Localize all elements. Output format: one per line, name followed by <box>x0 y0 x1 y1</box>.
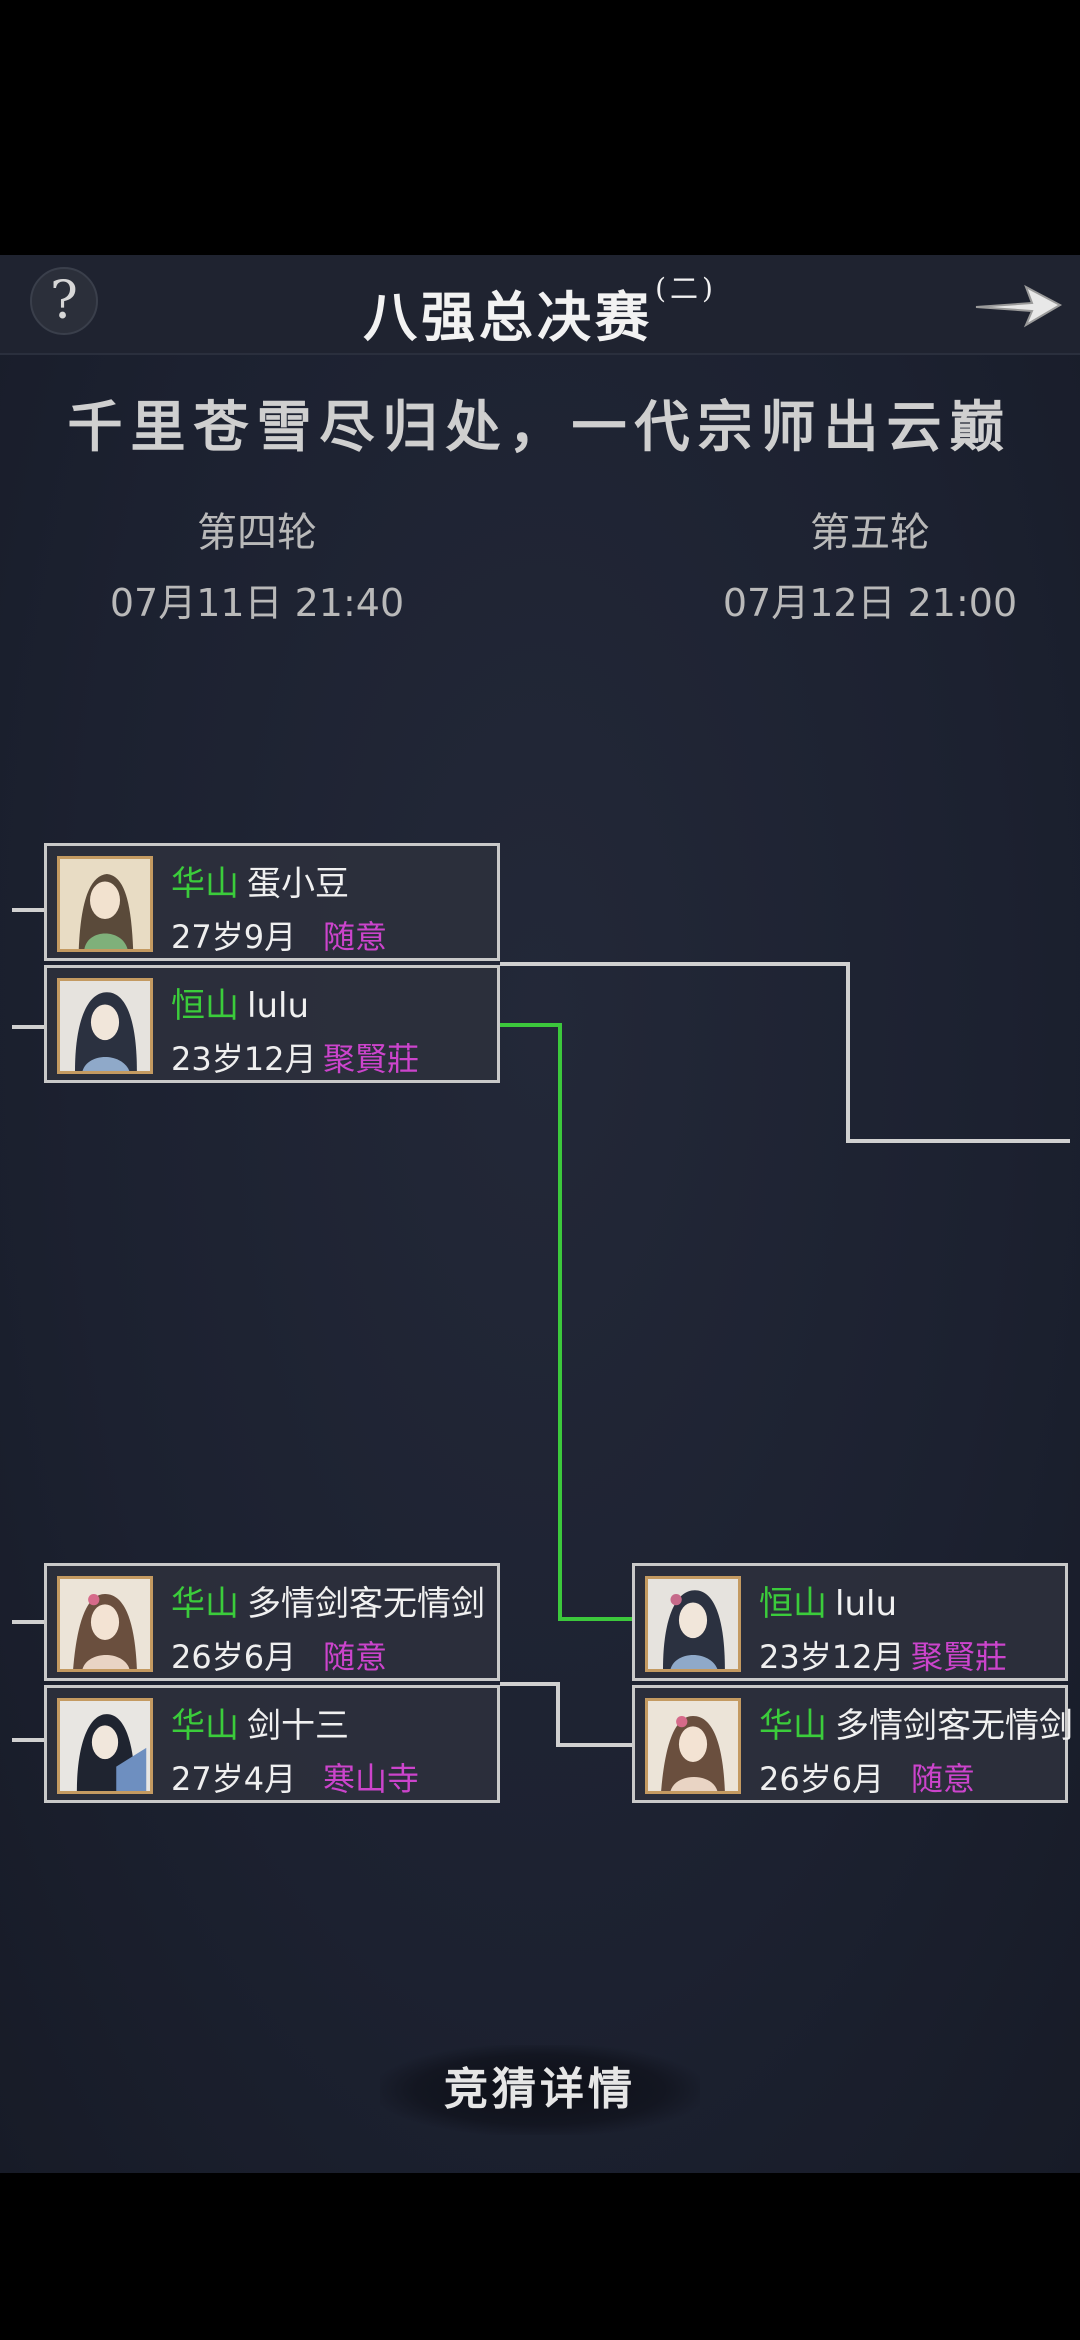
player-age: 27岁4月 <box>171 1760 297 1798</box>
player-name: lulu <box>247 986 309 1026</box>
title-text: 八强总决赛 <box>363 285 654 349</box>
player-name: 剑十三 <box>247 1706 349 1746</box>
player-avatar <box>57 1698 153 1794</box>
player-avatar <box>645 1698 741 1794</box>
title-suffix: (二) <box>655 272 717 305</box>
player-card[interactable]: 华山多情剑客无情剑 26岁6月随意 <box>44 1563 500 1681</box>
player-age: 23岁12月 <box>171 1040 317 1078</box>
player-avatar <box>57 1576 153 1672</box>
player-age: 26岁6月 <box>759 1760 885 1798</box>
player-age: 26岁6月 <box>171 1638 297 1676</box>
player-avatar <box>645 1576 741 1672</box>
player-title: 华山多情剑客无情剑 <box>759 1698 1073 1747</box>
player-sect: 恒山 <box>759 1584 827 1624</box>
player-info: 27岁9月随意 <box>171 912 387 958</box>
player-card[interactable]: 华山剑十三 27岁4月寒山寺 <box>44 1685 500 1803</box>
player-info: 27岁4月寒山寺 <box>171 1754 419 1800</box>
player-title: 华山多情剑客无情剑 <box>171 1576 485 1625</box>
player-info: 23岁12月聚賢莊 <box>759 1632 1007 1678</box>
player-sect: 华山 <box>171 864 239 904</box>
player-name: 多情剑客无情剑 <box>247 1584 485 1624</box>
player-guild: 寒山寺 <box>323 1760 420 1798</box>
player-card[interactable]: 华山多情剑客无情剑 26岁6月随意 <box>632 1685 1073 1803</box>
player-age: 27岁9月 <box>171 918 297 956</box>
player-guild: 随意 <box>323 1638 388 1676</box>
player-info: 26岁6月随意 <box>171 1632 387 1678</box>
player-title: 华山剑十三 <box>171 1698 349 1747</box>
player-info: 23岁12月聚賢莊 <box>171 1034 419 1080</box>
arrow-right-icon[interactable] <box>970 273 1066 337</box>
player-name: 多情剑客无情剑 <box>835 1706 1073 1746</box>
player-guild: 聚賢莊 <box>911 1638 1008 1676</box>
player-sect: 华山 <box>171 1584 239 1624</box>
player-guild: 聚賢莊 <box>323 1040 420 1078</box>
player-age: 23岁12月 <box>759 1638 905 1676</box>
subtitle: 千里苍雪尽归处，一代宗师出云巅 <box>67 394 1013 459</box>
player-sect: 华山 <box>171 1706 239 1746</box>
round-name: 第四轮 <box>197 510 317 556</box>
round-name: 第五轮 <box>810 510 930 556</box>
guess-details-button[interactable]: 竞猜详情 <box>380 2045 700 2135</box>
player-sect: 华山 <box>759 1706 827 1746</box>
round-4-header: 第四轮 07月11日 21:40 <box>107 500 407 627</box>
page-title: 八强总决赛(二) <box>0 272 1080 352</box>
player-name: 蛋小豆 <box>247 864 349 904</box>
game-screen: ? 八强总决赛(二) 千里苍雪尽归处，一代宗师出云巅 第四轮 07月11日 21… <box>0 255 1080 2173</box>
player-avatar <box>57 856 153 952</box>
player-guild: 随意 <box>323 918 388 956</box>
question-mark-icon[interactable]: ? <box>30 267 98 335</box>
round-time: 07月11日 21:40 <box>109 581 405 625</box>
player-guild: 随意 <box>911 1760 976 1798</box>
player-avatar <box>57 978 153 1074</box>
player-card[interactable]: 华山蛋小豆 27岁9月随意 <box>44 843 500 961</box>
round-time: 07月12日 21:00 <box>722 581 1018 625</box>
top-bar: ? 八强总决赛(二) <box>0 255 1080 355</box>
round-5-header: 第五轮 07月12日 21:00 <box>720 500 1020 627</box>
player-title: 华山蛋小豆 <box>171 856 349 905</box>
player-info: 26岁6月随意 <box>759 1754 975 1800</box>
player-sect: 恒山 <box>171 986 239 1026</box>
player-name: lulu <box>835 1584 897 1624</box>
